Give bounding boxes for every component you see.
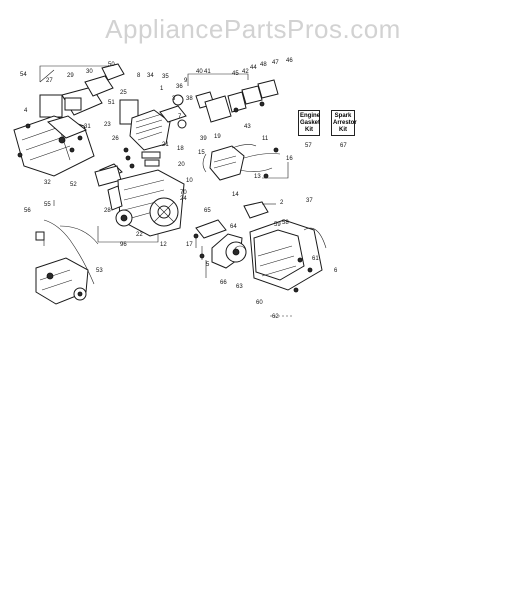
callout-43: 43 [244,124,251,130]
callout-31: 31 [84,124,91,130]
callout-9: 9 [184,78,188,84]
piston-ring-part [141,151,161,159]
callout-45: 45 [232,71,239,77]
callout-96: 96 [120,242,127,248]
callout-30: 30 [86,69,93,75]
callout-36: 36 [176,84,183,90]
callout-70: 70 [180,190,187,196]
callout-16: 16 [286,156,293,162]
callout-3: 3 [172,96,176,102]
reed-part [241,85,263,105]
callout-66: 66 [220,280,227,286]
callout-labels: 54 29 27 30 50 8 34 25 31 4 3 1 51 40 9 … [20,58,338,320]
callout-13: 13 [254,174,261,180]
module-group [202,144,289,181]
intake-part [204,95,232,123]
watermark: AppliancePartsPros.com [105,14,401,44]
callout-21: 21 [162,142,169,148]
cylinder-group [94,94,187,187]
ignition-module-part [209,145,245,181]
cover-plate-part [84,75,114,97]
air-filter-part [39,94,63,118]
starter-group [193,201,327,317]
callout-42: 42 [242,69,249,75]
callout-18: 18 [177,146,184,152]
callout-14: 14 [232,192,239,198]
callout-51: 51 [108,100,115,106]
callout-54: 54 [20,72,27,78]
spark-arrestor-kit-number: 67 [340,143,347,149]
callout-32: 32 [44,180,51,186]
callout-38: 38 [186,96,193,102]
callout-27: 27 [46,78,53,84]
callout-8: 8 [137,73,141,79]
muffler-group [13,63,125,177]
gasket-part [64,97,82,111]
callout-59: 59 [274,222,281,228]
callout-24: 24 [180,196,187,202]
fuel-tank-group [35,200,99,305]
callout-23: 23 [104,122,111,128]
callout-7: 7 [178,114,182,120]
callout-11: 11 [262,136,269,142]
callout-44: 44 [250,65,257,71]
callout-46: 46 [286,58,293,64]
callout-56: 56 [24,208,31,214]
callout-12: 12 [160,242,167,248]
callout-29: 29 [67,73,74,79]
callout-64: 64 [230,224,237,230]
callout-39: 39 [200,136,207,142]
cover-part [46,115,87,139]
air-box-part [257,79,279,99]
ignition-group [187,73,279,123]
callout-60: 60 [256,300,263,306]
engine-gasket-kit-box: Engine Gasket Kit [298,110,320,136]
callout-4: 4 [24,108,28,114]
callout-1: 1 [160,86,164,92]
callout-2: 2 [280,200,284,206]
callout-20: 20 [178,162,185,168]
callout-35: 35 [162,74,169,80]
callout-19: 19 [214,134,221,140]
engine-gasket-kit-number: 57 [305,143,312,149]
callout-62: 62 [272,314,279,320]
callout-25: 25 [120,90,127,96]
fuel-filter-part [35,231,45,241]
clutch-part [195,219,227,239]
callout-50: 50 [108,62,115,68]
callout-15: 15 [198,150,205,156]
block-part [101,63,125,81]
callout-5: 5 [206,262,210,268]
callout-65: 65 [204,208,211,214]
callout-34: 34 [147,73,154,79]
callout-48: 48 [260,62,267,68]
callout-58: 58 [282,220,289,226]
callout-26: 26 [112,136,119,142]
callout-53: 53 [96,268,103,274]
callout-55: 55 [44,202,51,208]
piston-part [144,159,160,167]
spark-arrestor-kit-box: Spark Arrestor Kit [331,110,357,136]
crankshaft-part [107,185,123,211]
callout-41: 41 [204,69,211,75]
callout-28: 28 [104,208,111,214]
callout-37: 37 [306,198,313,204]
crankcase-group [97,169,185,243]
callout-47: 47 [272,60,279,66]
callout-52: 52 [70,182,77,188]
handle-part [243,201,269,219]
callout-17: 17 [186,242,193,248]
carburetor-part [159,105,187,123]
callout-40: 40 [196,69,203,75]
callout-63: 63 [236,284,243,290]
callout-10: 10 [186,178,193,184]
primer-part [172,94,184,106]
callout-61: 61 [312,256,319,262]
callout-6: 6 [334,268,338,274]
callout-22: 22 [136,232,143,238]
